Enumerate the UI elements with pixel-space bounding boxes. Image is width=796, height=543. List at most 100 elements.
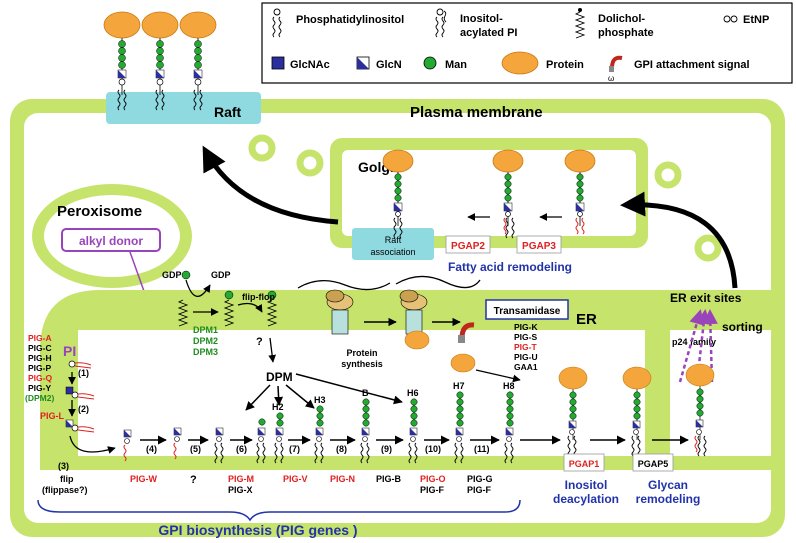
protein-synthesis-line1: Protein <box>346 348 377 358</box>
dpm2-paren-label: (DPM2) <box>25 393 54 403</box>
er-label: ER <box>576 311 597 328</box>
gdp-left-label: GDP <box>162 270 182 280</box>
flippase-label: (flippase?) <box>42 485 88 495</box>
dolichol-phosphate-group <box>178 290 277 327</box>
intermediate-h3 <box>314 405 324 464</box>
dpm3-label: DPM3 <box>193 347 218 357</box>
pig-g-label: PIG-G <box>467 474 493 484</box>
step-8-label: (8) <box>336 444 347 454</box>
p24-arrows <box>678 309 718 383</box>
step-7-label: (7) <box>289 444 300 454</box>
legend-gpi-attachment-signal: GPI attachment signal <box>634 59 750 71</box>
pgap5-label: PGAP5 <box>638 459 669 469</box>
pig-h-label: PIG-H <box>28 353 52 363</box>
glcn-icon <box>356 56 370 70</box>
pig-c-label: PIG-C <box>28 343 52 353</box>
intermediate-h2 <box>274 412 284 464</box>
intermediate-h6 <box>408 398 418 464</box>
pi-label: PI <box>63 343 76 359</box>
pig-s-label: PIG-S <box>514 332 537 342</box>
glcnac-icon <box>271 56 285 70</box>
raft-protein-3 <box>179 11 217 111</box>
golgi-protein-2 <box>492 149 524 239</box>
dpm1-label: DPM1 <box>193 325 218 335</box>
dpm-arrows <box>245 373 403 411</box>
gpi-biosynthesis-label: GPI biosynthesis (PIG genes ) <box>158 522 357 538</box>
intermediate-h7 <box>454 391 464 464</box>
legend-man: Man <box>445 59 467 71</box>
gpi-signal-icon <box>609 55 623 72</box>
gpi-intermediates <box>123 391 514 464</box>
intermediate-acyl <box>173 427 182 460</box>
pig-f-1-label: PIG-F <box>420 485 445 495</box>
inositol-acylated-pi-icon <box>435 8 447 38</box>
transamidase-label: Transamidase <box>494 306 561 317</box>
pig-a-label: PIG-A <box>28 333 52 343</box>
pig-q-label: PIG-Q <box>28 373 52 383</box>
pig-p-label: PIG-P <box>28 363 51 373</box>
legend-inositol-acylated-pi-line2: acylated PI <box>460 27 517 39</box>
gdp-arrow <box>185 279 211 297</box>
dpm2-label: DPM2 <box>193 336 218 346</box>
h7-label: H7 <box>453 381 465 391</box>
step-3-label: (3) <box>58 461 69 471</box>
phosphatidylinositol-icon <box>272 8 282 38</box>
gpi-biosynthesis-bracket <box>37 499 521 522</box>
raft-protein-1 <box>103 11 141 111</box>
golgi-gpi-proteins <box>382 149 596 239</box>
legend-omega: ω <box>608 74 614 83</box>
pig-l-label: PIG-L <box>40 411 65 421</box>
pig-y-label: PIG-Y <box>28 383 51 393</box>
pig-f-2-label: PIG-F <box>467 485 492 495</box>
intermediate-alkyl <box>214 427 224 464</box>
pig-u-label: PIG-U <box>514 352 538 362</box>
question-5-label: ? <box>190 474 197 486</box>
er-protein-3 <box>622 366 652 457</box>
intermediate-b <box>360 398 370 464</box>
dpm-question-label: ? <box>256 336 263 348</box>
step-10-label: (10) <box>425 444 441 454</box>
h8-label: H8 <box>503 381 515 391</box>
step-4-label: (4) <box>146 444 157 454</box>
golgi-protein-3 <box>564 149 596 235</box>
pig-m-label: PIG-M <box>228 474 254 484</box>
legend-etnp: EtNP <box>743 14 769 26</box>
peroxisome-label: Peroxisome <box>57 203 142 220</box>
protein-synthesis: Protein synthesis <box>297 275 481 369</box>
legend-box: Phosphatidylinositol Inositol- acylated … <box>261 2 793 84</box>
h3-label: H3 <box>314 395 326 405</box>
golgi-to-raft-arrow <box>202 145 339 225</box>
inositol-deacylation-line2: deacylation <box>553 492 619 506</box>
dolichol-phosphate-icon <box>575 8 585 39</box>
legend-dolichol-phosphate-line1: Dolichol- <box>598 13 645 25</box>
legend-protein: Protein <box>546 59 584 71</box>
pgap1-label: PGAP1 <box>569 459 600 469</box>
intermediate-glcn-pi <box>123 429 132 462</box>
golgi-protein-1 <box>382 149 414 239</box>
sorting-label: sorting <box>722 320 763 334</box>
raft-association-line1: Raft <box>385 235 402 245</box>
raft-protein-2 <box>141 11 179 111</box>
er-protein-1 <box>450 353 476 373</box>
peroxisome: Peroxisome alkyl donor <box>32 184 192 288</box>
pig-n-label: PIG-N <box>330 474 355 484</box>
glycan-remodeling-line1: Glycan <box>648 478 688 492</box>
legend-glcn: GlcN <box>376 59 402 71</box>
vesicles <box>248 134 722 262</box>
pig-k-label: PIG-K <box>514 322 538 332</box>
pig-w-label: PIG-W <box>130 474 158 484</box>
gdp-right-label: GDP <box>211 270 231 280</box>
legend-inositol-acylated-pi-line1: Inositol- <box>460 13 503 25</box>
pgap2-label: PGAP2 <box>451 241 485 252</box>
pgap3-label: PGAP3 <box>522 241 556 252</box>
glcn-pi <box>65 419 95 433</box>
flip-label: flip <box>60 474 74 484</box>
fatty-acid-remodeling-label: Fatty acid remodeling <box>448 260 572 274</box>
step-11-label: (11) <box>474 444 490 454</box>
step-6-label: (6) <box>236 444 247 454</box>
step-2-label: (2) <box>78 404 89 414</box>
er-exit-sites-label: ER exit sites <box>670 291 742 305</box>
b-label: B <box>362 388 369 398</box>
er-gpi-proteins <box>450 353 715 457</box>
